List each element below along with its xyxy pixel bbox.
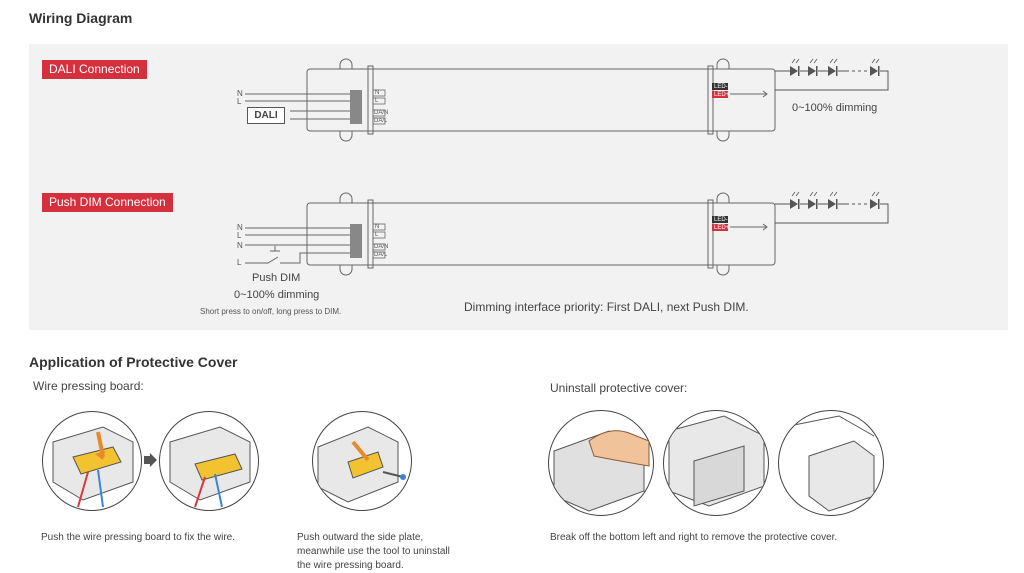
uninstall-step1-illustration <box>548 410 654 516</box>
push-out-minus: LED- <box>714 217 728 223</box>
push-term-l: L <box>375 232 379 238</box>
wire-board-step2-illustration <box>159 411 259 511</box>
arrow-right-icon <box>144 453 157 467</box>
wiring-panel <box>29 44 1008 330</box>
push-input-n1: N <box>237 223 243 232</box>
dali-term-da2: DA/L <box>374 118 388 124</box>
uninstall-cover-label: Uninstall protective cover: <box>550 381 688 395</box>
dimming-priority-text: Dimming interface priority: First DALI, … <box>464 300 749 314</box>
push-input-n2: N <box>237 241 243 250</box>
dali-term-da1: DA/N <box>374 110 389 116</box>
dali-out-minus: LED- <box>714 84 728 90</box>
uninstall-step2-illustration <box>663 410 769 516</box>
protective-cover-heading: Application of Protective Cover <box>29 354 238 370</box>
dali-out-plus: LED+ <box>714 92 730 98</box>
wire-pressing-label: Wire pressing board: <box>33 379 144 393</box>
push-term-da2: DA/L <box>374 252 388 258</box>
push-out-plus: LED+ <box>714 225 730 231</box>
push-input-l2: L <box>237 258 242 267</box>
push-dim-note: Short press to on/off, long press to DIM… <box>200 307 342 316</box>
caption-side-plate-2: meanwhile use the tool to uninstall <box>297 546 450 557</box>
dali-box: DALI <box>247 107 285 124</box>
push-dim-label: Push DIM <box>252 272 301 284</box>
push-dim-connection-badge: Push DIM Connection <box>42 193 173 212</box>
push-input-l1: L <box>237 231 242 240</box>
dali-term-l: L <box>375 98 379 104</box>
caption-side-plate-3: the wire pressing board. <box>297 560 404 571</box>
dali-input-n: N <box>237 89 243 98</box>
dali-input-l: L <box>237 97 242 106</box>
push-dimming-text: 0~100% dimming <box>234 289 320 301</box>
dali-dimming-text: 0~100% dimming <box>792 102 878 114</box>
uninstall-step3-illustration <box>778 410 884 516</box>
caption-fix-wire: Push the wire pressing board to fix the … <box>41 532 235 543</box>
dali-connection-badge: DALI Connection <box>42 60 147 79</box>
push-term-da1: DA/N <box>374 244 389 250</box>
wiring-diagram-heading: Wiring Diagram <box>29 10 133 26</box>
caption-remove-cover: Break off the bottom left and right to r… <box>550 532 838 543</box>
side-plate-tool-illustration <box>312 411 412 511</box>
dali-term-n: N <box>375 90 380 96</box>
wire-board-step1-illustration <box>42 411 142 511</box>
push-term-n: N <box>375 224 380 230</box>
caption-side-plate-1: Push outward the side plate, <box>297 532 424 543</box>
